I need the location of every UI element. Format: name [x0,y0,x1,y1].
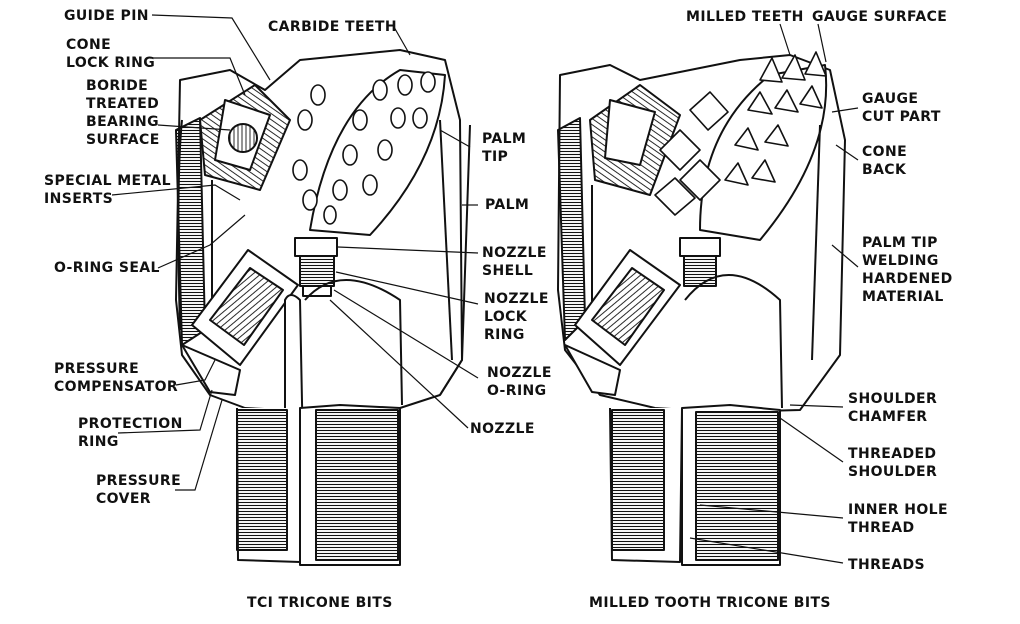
label-milled-teeth: MILLED TEETH [686,9,804,25]
label-palm-tip: PALM TIP [482,131,527,165]
label-nozzle-shell: NOZZLE SHELL [482,245,547,279]
label-guide-pin: GUIDE PIN [64,8,149,24]
label-gauge-surface: GAUGE SURFACE [812,9,948,25]
label-nozzle-lock-ring: NOZZLE LOCK RING [484,291,549,343]
label-special-metal-inserts: SPECIAL METAL INSERTS [44,173,171,207]
label-boride-treated-bearing-surface: BORIDE TREATED BEARING SURFACE [86,78,160,148]
caption-tci-tricone-bits: TCI TRICONE BITS [247,595,393,611]
label-gauge-cut-part: GAUGE CUT PART [862,91,941,125]
label-nozzle-o-ring: NOZZLE O-RING [487,365,552,399]
label-cone-lock-ring: CONE LOCK RING [66,37,156,71]
label-o-ring-seal: O-RING SEAL [54,260,160,276]
label-threaded-shoulder: THREADED SHOULDER [848,446,938,480]
label-inner-hole-thread: INNER HOLE THREAD [848,502,948,536]
label-nozzle: NOZZLE [470,421,535,437]
label-palm: PALM [485,197,530,213]
label-pressure-cover: PRESSURE COVER [96,473,182,507]
label-pressure-compensator: PRESSURE COMPENSATOR [54,361,179,395]
tci-bit [175,49,471,566]
caption-milled-tooth-tricone-bits: MILLED TOOTH TRICONE BITS [589,595,831,611]
leader-lines [111,14,859,564]
milled-tooth-bit [557,51,846,566]
label-threads: THREADS [848,557,925,573]
label-carbide-teeth: CARBIDE TEETH [268,19,397,35]
label-shoulder-chamfer: SHOULDER CHAMFER [848,391,938,425]
label-protection-ring: PROTECTION RING [78,416,183,450]
label-palm-tip-welding-hardened-material: PALM TIP WELDING HARDENED MATERIAL [862,235,953,305]
label-cone-back: CONE BACK [862,144,908,178]
